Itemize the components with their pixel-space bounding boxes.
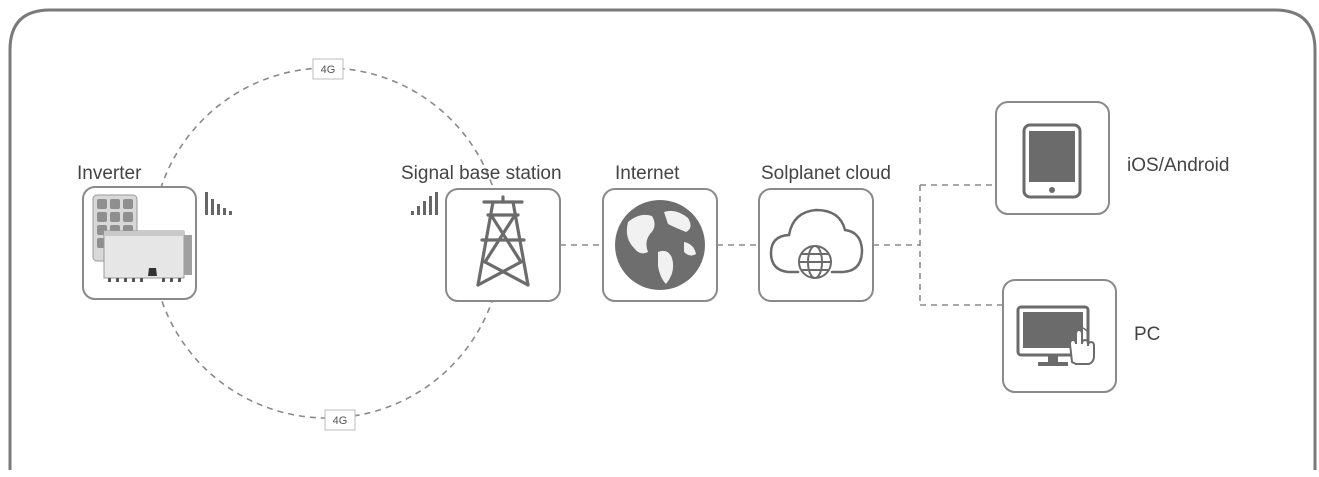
inverter-node: Inverter (77, 163, 232, 300)
bottom-4g-badge: 4G (324, 409, 356, 431)
pc-node: PC (1002, 279, 1160, 393)
mobile-app-node: iOS/Android (995, 101, 1229, 215)
signal-base-station-box (445, 188, 561, 302)
inverter-icon (103, 230, 192, 282)
top-4g-label: 4G (321, 64, 336, 76)
pc-label: PC (1134, 324, 1160, 345)
internet-label: Internet (615, 163, 680, 184)
hand-cursor-icon (1068, 326, 1095, 365)
outer-frame (8, 8, 1317, 470)
tablet-icon (1022, 123, 1082, 199)
inverter-signal-icon (205, 192, 232, 215)
bottom-4g-label: 4G (333, 415, 348, 427)
signal-strength-icon (411, 192, 438, 215)
globe-icon (615, 200, 705, 290)
ios-android-label: iOS/Android (1127, 155, 1229, 176)
internet-node: Internet (602, 163, 718, 302)
inverter-label: Inverter (77, 163, 142, 184)
cloud-icon (769, 208, 864, 274)
solplanet-cloud-node: Solplanet cloud (758, 163, 891, 302)
signal-base-station-node: Signal base station (401, 163, 562, 302)
solplanet-cloud-label: Solplanet cloud (761, 163, 891, 184)
transmission-tower-icon (476, 195, 530, 287)
signal-base-station-label: Signal base station (401, 163, 562, 184)
solplanet-cloud-box (758, 188, 874, 302)
globe-network-icon (798, 245, 832, 279)
top-4g-badge: 4G (312, 58, 344, 80)
